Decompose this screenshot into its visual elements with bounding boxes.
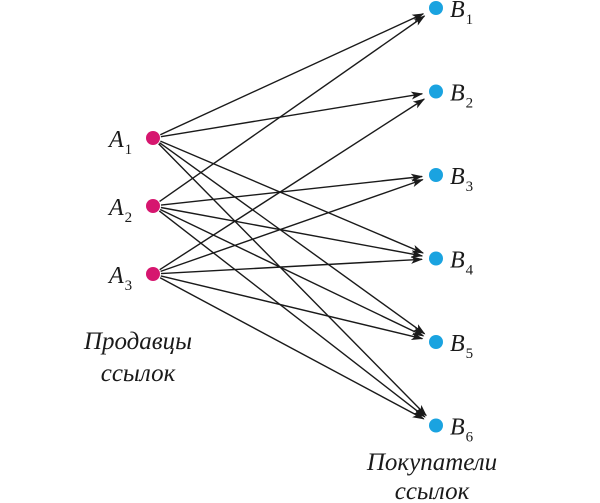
node-dot-b5 (429, 335, 443, 349)
node-label-a1: A1 (107, 127, 132, 158)
edge-a3-b4 (160, 255, 423, 275)
node-letter-a2: A (107, 195, 124, 221)
edge-a3-b6 (159, 277, 425, 420)
node-b2: B2 (429, 81, 473, 112)
node-subscript-a1: 1 (125, 142, 133, 158)
node-subscript-a2: 2 (125, 210, 133, 226)
node-letter-b5: B (450, 331, 465, 357)
node-b4: B4 (429, 248, 474, 279)
node-dot-a1 (146, 131, 160, 145)
edge-a2-b6 (158, 210, 426, 418)
edge-a3-b2 (159, 98, 426, 271)
edge-a1-b5 (159, 142, 426, 335)
node-letter-b1: B (450, 0, 465, 23)
node-subscript-a3: 3 (125, 278, 133, 294)
edge-a1-b6 (158, 143, 427, 417)
node-letter-a3: A (107, 263, 124, 289)
edges-layer (158, 13, 427, 420)
node-label-b1: B1 (450, 0, 473, 28)
node-b3: B3 (429, 164, 473, 195)
node-dot-b1 (429, 1, 443, 15)
edge-a1-b1 (160, 13, 425, 136)
edge-a2-b5 (159, 208, 425, 337)
edge-a2-b1 (159, 15, 426, 202)
node-label-b5: B5 (450, 331, 473, 362)
edge-a1-b4 (160, 140, 425, 254)
node-dot-b4 (429, 251, 443, 266)
node-label-b4: B4 (450, 248, 474, 279)
node-subscript-b4: 4 (466, 263, 474, 279)
node-label-b3: B3 (450, 164, 473, 195)
node-label-a3: A3 (107, 263, 132, 294)
node-letter-b2: B (450, 81, 465, 107)
node-a1: A1 (107, 127, 160, 158)
edge-a2-b3 (160, 173, 424, 206)
edge-a1-b2 (160, 91, 424, 138)
edge-a3-b5 (160, 275, 424, 341)
buyers-caption-line1: Покупатели (366, 449, 497, 476)
node-a2: A2 (107, 195, 160, 226)
node-subscript-b5: 5 (466, 346, 474, 362)
edge-a2-b4 (160, 206, 424, 258)
node-letter-b4: B (450, 248, 465, 274)
buyers-caption-line2: ссылок (395, 478, 470, 503)
node-subscript-b2: 2 (466, 96, 474, 112)
node-subscript-b6: 6 (466, 430, 474, 446)
node-b5: B5 (429, 331, 473, 362)
edge-a3-b3 (160, 178, 424, 273)
node-dot-b3 (429, 168, 443, 182)
sellers-caption-line1: Продавцы (83, 328, 192, 355)
node-dot-b2 (429, 84, 443, 99)
node-letter-b3: B (450, 164, 465, 190)
node-label-a2: A2 (107, 195, 132, 226)
node-letter-b6: B (450, 415, 465, 441)
node-b1: B1 (429, 0, 473, 28)
node-label-b2: B2 (450, 81, 473, 112)
node-dot-a2 (146, 199, 160, 213)
node-dot-b6 (429, 418, 443, 433)
node-subscript-b1: 1 (466, 12, 474, 28)
node-b6: B6 (429, 415, 474, 446)
node-letter-a1: A (107, 127, 124, 153)
node-a3: A3 (107, 263, 160, 294)
sellers-caption-line2: ссылок (101, 360, 176, 387)
node-subscript-b3: 3 (466, 179, 474, 195)
node-label-b6: B6 (450, 415, 474, 446)
node-dot-a3 (146, 267, 160, 281)
